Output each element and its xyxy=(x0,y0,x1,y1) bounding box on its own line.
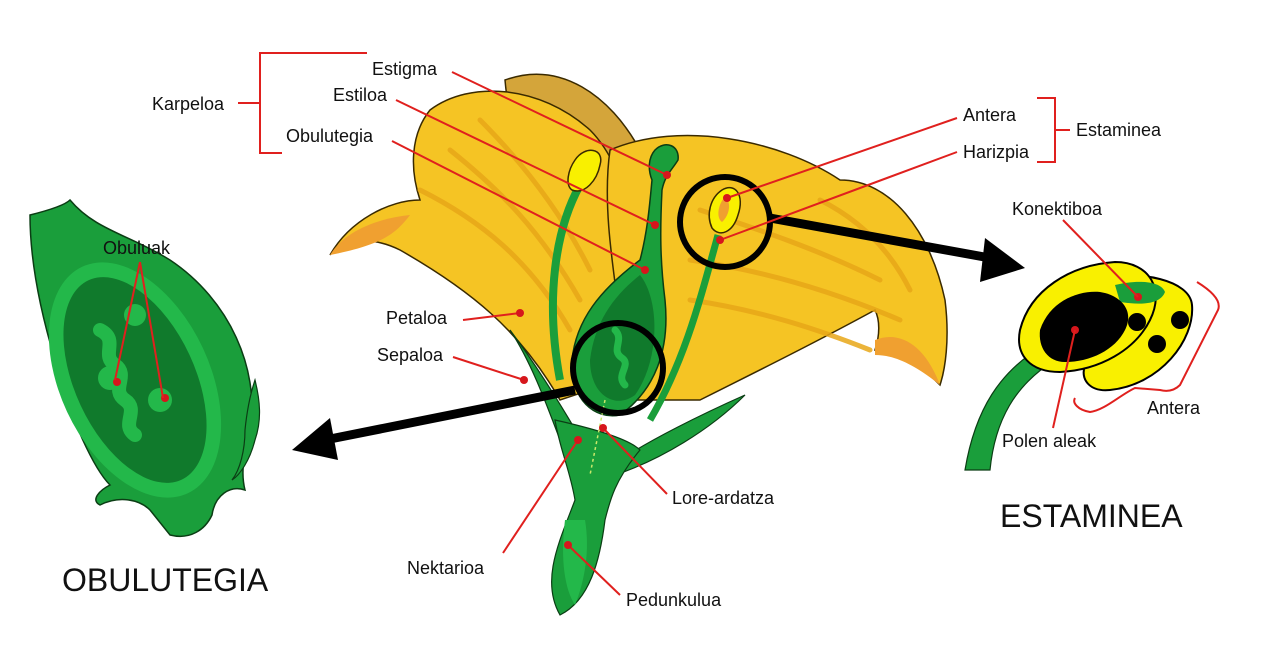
labels: Karpeloa Estigma Estiloa Obulutegia Peta… xyxy=(62,59,1201,610)
label-estaminea: Estaminea xyxy=(1076,120,1162,140)
label-polen-aleak: Polen aleak xyxy=(1002,431,1097,451)
stamen-left-anther xyxy=(567,149,602,192)
label-sepaloa: Sepaloa xyxy=(377,345,444,365)
ovary-detail xyxy=(29,198,261,537)
title-stamen: ESTAMINEA xyxy=(1000,498,1183,534)
label-lore-ardatza: Lore-ardatza xyxy=(672,488,775,508)
title-ovary: OBULUTEGIA xyxy=(62,562,269,598)
label-estiloa: Estiloa xyxy=(333,85,388,105)
label-obuluak: Obuluak xyxy=(103,238,171,258)
leader-lines xyxy=(114,52,1139,596)
label-estigma: Estigma xyxy=(372,59,438,79)
stamen-right-filament xyxy=(646,234,722,422)
pollen-sac xyxy=(1039,291,1129,362)
label-harizpia: Harizpia xyxy=(963,142,1030,162)
label-nektarioa: Nektarioa xyxy=(407,558,485,578)
label-petaloa: Petaloa xyxy=(386,308,448,328)
label-antera-detail: Antera xyxy=(1147,398,1201,418)
label-karpeloa: Karpeloa xyxy=(152,94,225,114)
ovary-chamber xyxy=(590,275,655,401)
flower xyxy=(329,73,948,616)
label-obulutegia: Obulutegia xyxy=(286,126,374,146)
stamen-detail xyxy=(964,260,1220,471)
stamen-left-filament xyxy=(548,183,584,381)
label-konektiboa: Konektiboa xyxy=(1012,199,1103,219)
label-pedunkulua: Pedunkulua xyxy=(626,590,722,610)
label-antera: Antera xyxy=(963,105,1017,125)
magnifier-ovary xyxy=(570,320,666,416)
petal-left xyxy=(329,90,636,401)
zoom-arrows xyxy=(292,213,1025,460)
